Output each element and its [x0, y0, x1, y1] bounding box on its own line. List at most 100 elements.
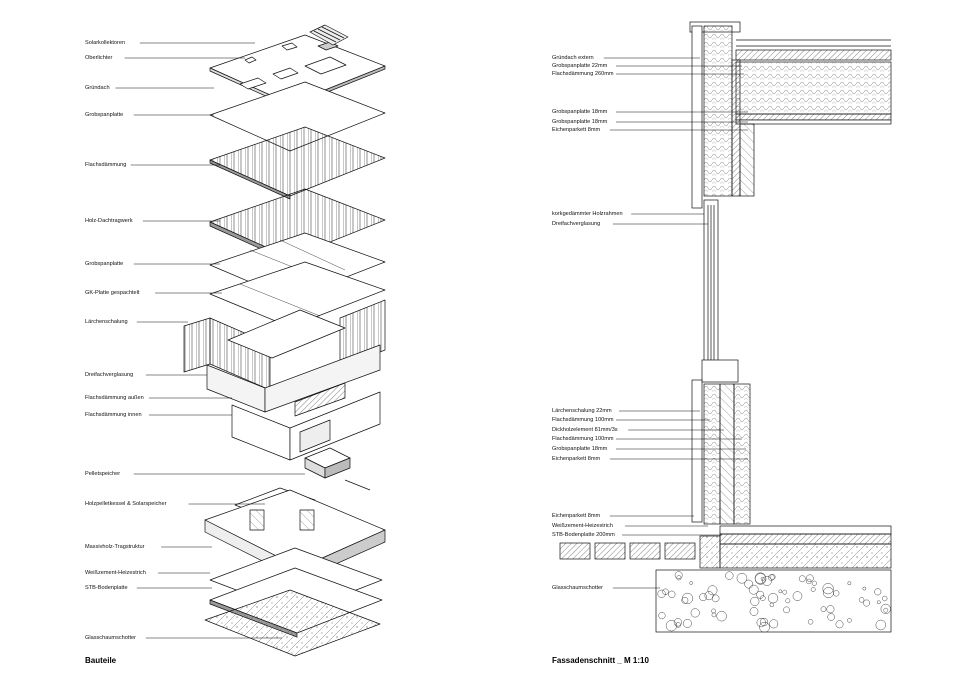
component-label: Dreifachverglasung [85, 371, 134, 378]
section-layer-label: Grobspanplatte 22mm [552, 62, 608, 69]
gravel-stone [657, 589, 666, 598]
gravel-stone [756, 590, 765, 599]
leader-lines [115, 42, 748, 639]
gravel-stone [858, 597, 865, 603]
gravel-stone [760, 577, 765, 581]
gravel-stone [767, 593, 779, 604]
gravel-stone [806, 574, 814, 582]
component-label: STB-Bodenplatte [85, 584, 128, 591]
gravel-stone [683, 619, 692, 628]
gravel-stone [762, 575, 772, 586]
section-layer-label: korkgedämmter Holzrahmen [552, 210, 623, 217]
gravel-stone [863, 599, 871, 607]
gravel-stone [699, 593, 708, 602]
gravel-stone [882, 595, 888, 602]
gravel-stone [833, 590, 840, 597]
section-layer-label: Flachsdämmung 100mm [552, 435, 614, 442]
component-label: Flachsdämmung innen [85, 411, 142, 418]
component-label: Oberlichter [85, 54, 113, 61]
section-layer-label: Eichenparkett 8mm [552, 126, 601, 133]
gravel-stone [754, 572, 767, 584]
component-label: Glasschaumschotter [85, 634, 136, 641]
gravel-stone [768, 574, 775, 581]
gravel-stone [681, 596, 689, 604]
gravel-stone [785, 598, 791, 604]
gravel-stone [769, 619, 779, 629]
component-label: Solarkollektoren [85, 39, 126, 46]
gravel-stone [676, 575, 682, 581]
exploded-axonometric [183, 24, 386, 657]
component-label: Weißzement-Heizestrich [85, 569, 146, 576]
gravel-stone [820, 606, 827, 612]
gravel-stone [782, 589, 788, 595]
component-label: GK-Platte gespachtelt [85, 289, 140, 296]
gravel-stone [707, 585, 718, 596]
gravel-stone [880, 603, 891, 615]
gravel-stone [826, 605, 835, 614]
gravel-stone [769, 573, 776, 580]
gravel-stone [875, 619, 886, 631]
gravel-stone [847, 618, 852, 623]
gravel-stone [806, 578, 812, 585]
gravel-stone [792, 591, 803, 601]
gravel-stone [689, 581, 693, 585]
gravel-stone [811, 580, 817, 586]
gravel-stone [690, 608, 700, 618]
gravel-stone [862, 586, 867, 591]
gravel-stone [711, 612, 717, 618]
section-layer-label: Eichenparkett 8mm [552, 455, 601, 462]
gravel-stone [749, 607, 759, 616]
section-layer-label: STB-Bodenplatte 200mm [552, 531, 615, 538]
section-layer-label: Glasschaumschotter [552, 584, 603, 591]
gravel-stone [675, 622, 681, 628]
gravel-stone [711, 594, 720, 603]
gravel-stone [827, 613, 835, 621]
gravel-stone [876, 600, 881, 605]
section-layer-label: Grobspanplatte 18mm [552, 118, 608, 125]
gravel-stone [807, 619, 814, 625]
component-label: Grobspanplatte [85, 260, 124, 267]
component-label: Holz-Dachtragwerk [85, 217, 133, 224]
section-layer-label: Dreifachverglasung [552, 220, 601, 227]
gravel-stone [658, 612, 666, 620]
gravel-stone [783, 606, 790, 614]
gravel-stone [748, 584, 759, 595]
component-label: Flachsdämmung außen [85, 394, 144, 401]
component-label: Gründach [85, 84, 110, 91]
section-layer-label: Dickholzelement 81mm/3s [552, 426, 618, 433]
gravel-stone [673, 618, 683, 627]
gravel-stone [744, 579, 754, 589]
gravel-stone [847, 581, 852, 586]
section-layer-label: Flachsdämmung 100mm [552, 416, 614, 423]
section-layer-label: Gründach extern [552, 54, 594, 61]
gravel-stone [778, 589, 783, 594]
gravel-stone [874, 588, 882, 596]
gravel-stone [668, 590, 676, 598]
bauteile-title: Bauteile [85, 656, 117, 665]
gravel-stone [756, 617, 766, 628]
gravel-stone [736, 572, 748, 584]
section-layer-label: Grobspanplatte 18mm [552, 108, 608, 115]
gravel-stone [750, 596, 760, 606]
gravel-stone [665, 620, 678, 632]
component-label: Lärchenschalung [85, 318, 128, 325]
component-label: Massivholz-Tragstruktur [85, 543, 145, 550]
section-layer-label: Weißzement-Heizestrich [552, 522, 613, 529]
gravel-stone [704, 591, 714, 601]
gravel-stone [674, 571, 683, 580]
gravel-stone [716, 610, 727, 622]
gravel-stone [759, 621, 770, 633]
component-label: Grobspanplatte [85, 111, 124, 118]
component-label: Flachsdämmung [85, 161, 127, 168]
gravel-stone [835, 620, 844, 629]
component-label: Holzpelletkessel & Solarspeicher [85, 500, 167, 507]
gravel-stone [810, 587, 816, 592]
fassadenschnitt-title: Fassadenschnitt _ M 1:10 [552, 656, 649, 665]
gravel-stone [725, 571, 734, 580]
section-layer-label: Flachsdämmung 260mm [552, 70, 614, 77]
section-layer-label: Grobspanplatte 18mm [552, 445, 608, 452]
gravel-stone [822, 587, 834, 599]
gravel-stone [798, 575, 806, 583]
